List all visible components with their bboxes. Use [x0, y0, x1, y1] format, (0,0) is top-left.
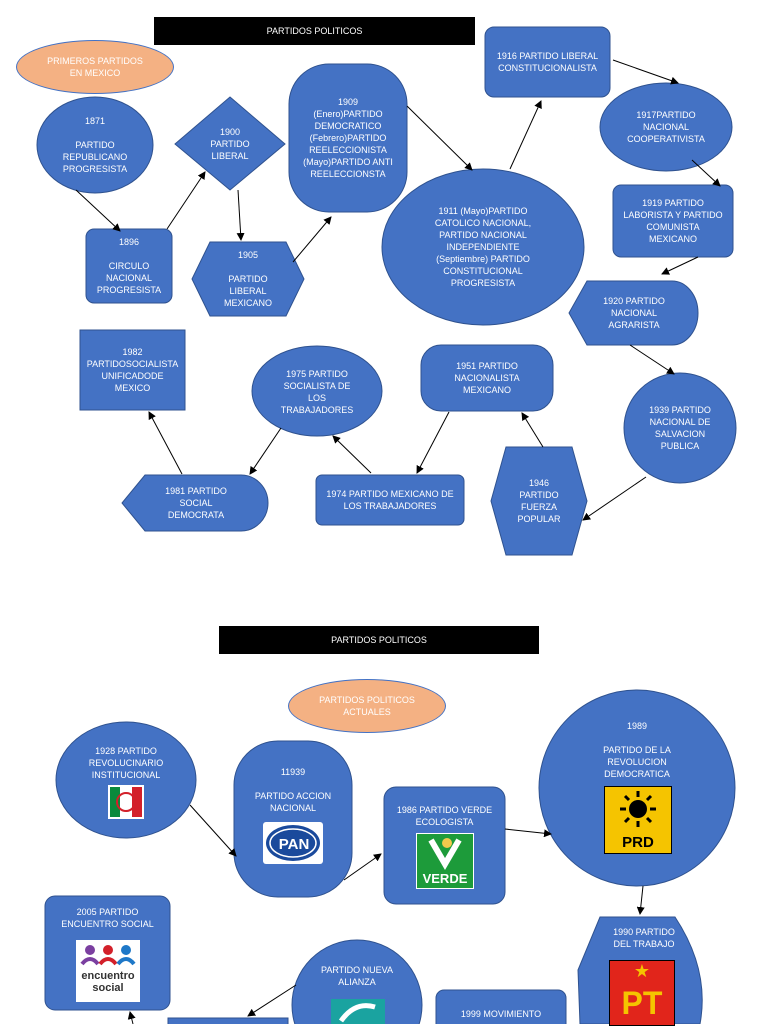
arrow-1974-1975 — [332, 435, 372, 474]
node-1900: 1900 PARTIDO LIBERAL — [210, 126, 250, 162]
swoosh-icon — [338, 1003, 376, 1023]
node-1928: 1928 PARTIDO REVOLUCINARIO INSTITUCIONAL — [62, 732, 190, 832]
arrow-1946-1951 — [521, 412, 544, 448]
encuentro-logo: encuentro social — [76, 940, 140, 1002]
section2-label: PARTIDOS POLITICOS ACTUALES — [288, 679, 446, 733]
arrow-alianza-partial — [247, 984, 297, 1017]
arrow-1917-1919 — [691, 159, 721, 187]
node-1986: 1986 PARTIDO VERDE ECOLOGISTA — [396, 804, 493, 827]
arrow-2005-partial — [127, 1011, 136, 1024]
arrow-1928-1939 — [189, 804, 237, 857]
people-icon — [80, 945, 136, 966]
node-1989: 1989 PARTIDO DE LA REVOLUCION DEMOCRATIC… — [603, 720, 671, 780]
pt-logo-text: PT — [621, 985, 663, 1021]
star-icon: ★ — [633, 961, 651, 982]
node-1905: 1905 PARTIDO LIBERAL MEXICANO — [223, 249, 272, 309]
node-11939: 11939 PARTIDO ACCION NACIONAL — [234, 760, 352, 870]
node-shape-1946 — [490, 446, 588, 556]
node-shape-1905 — [191, 241, 305, 317]
node-shape-1919 — [612, 184, 734, 258]
node-shape-1900 — [174, 96, 286, 191]
node-shape-1975 — [251, 345, 383, 437]
arrow-1986-1989 — [504, 828, 552, 838]
pri-logo-icon — [108, 785, 144, 820]
encuentro-logo-text: encuentro social — [81, 970, 135, 994]
prd-logo: PRD — [604, 786, 672, 854]
node-1917: 1917PARTIDO NACIONAL COOPERATIVISTA — [627, 109, 705, 145]
node-shape-alianza — [291, 939, 423, 1024]
arrow-1981-1982 — [148, 411, 183, 475]
node-shape-1974 — [315, 474, 465, 526]
arrow-1919-1920 — [661, 256, 699, 275]
node-shape-1896 — [85, 228, 173, 304]
node-shape-1916 — [484, 26, 611, 98]
arrow-1975-1981 — [249, 427, 282, 475]
sun-icon — [620, 791, 656, 827]
node-1982: 1982 PARTIDOSOCIALISTA UNIFICADODE MEXIC… — [86, 346, 179, 394]
node-1951: 1951 PARTIDO NACIONALISTA MEXICANO — [454, 360, 520, 396]
node-shape-1981 — [121, 474, 269, 532]
section2-title: PARTIDOS POLITICOS — [219, 626, 539, 654]
node-1909: 1909 (Enero)PARTIDO DEMOCRATICO (Febrero… — [303, 96, 393, 180]
node-shape-partial — [167, 1017, 289, 1024]
node-shape-1928 — [55, 721, 197, 839]
node-1919: 1919 PARTIDO LABORISTA Y PARTIDO COMUNIS… — [623, 197, 723, 245]
arrow-1951-1974 — [416, 411, 450, 474]
arrow-1900-1905 — [236, 189, 245, 241]
node-1946: 1946 PARTIDO FUERZA POPULAR — [517, 477, 561, 525]
pt-logo: ★ PT — [609, 960, 675, 1026]
arrow-1916-1917 — [612, 59, 679, 85]
pan-logo-icon — [263, 822, 323, 865]
arrow-1905-1909 — [292, 216, 332, 263]
node-shape-1871 — [36, 96, 154, 194]
verde-logo-text: VERDE — [422, 871, 468, 886]
node-shape-1909 — [288, 63, 408, 213]
node-1999: 1999 MOVIMIENTO — [460, 1008, 542, 1019]
node-shape-1911 — [381, 168, 585, 326]
node-1974: 1974 PARTIDO MEXICANO DE LOS TRABAJADORE… — [326, 488, 454, 511]
node-2005: 2005 PARTIDO ENCUENTRO SOCIAL — [61, 906, 154, 929]
node-1896: 1896 CIRCULO NACIONAL PROGRESISTA — [96, 236, 162, 296]
node-1920: 1920 PARTIDO NACIONAL AGRARISTA — [603, 295, 665, 331]
node-1975: 1975 PARTIDO SOCIALISTA DE LOS TRABAJADO… — [280, 368, 354, 416]
prd-logo-text: PRD — [622, 834, 654, 851]
verde-logo: VERDE — [416, 833, 474, 889]
pan-logo-text: PAN — [278, 836, 310, 853]
section1-title: PARTIDOS POLITICOS — [154, 17, 475, 45]
toucan-icon — [428, 838, 462, 870]
arrow-1909-1911 — [406, 105, 473, 171]
arrow-1871-1896 — [75, 189, 121, 232]
arrow-1989-1990 — [636, 885, 645, 915]
arrow-1939-1986 — [343, 853, 382, 881]
node-shape-1920 — [568, 280, 699, 346]
node-alianza: PARTIDO NUEVA ALIANZA — [320, 964, 393, 987]
alianza-logo — [331, 999, 385, 1024]
node-1911: 1911 (Mayo)PARTIDO CATOLICO NACIONAL, PA… — [434, 205, 532, 289]
node-1939: 1939 PARTIDO NACIONAL DE SALVACION PUBLI… — [649, 404, 711, 452]
arrow-1896-1900 — [166, 171, 206, 230]
node-1871: 1871 PARTIDO REPUBLICANO PROGRESISTA — [62, 115, 128, 175]
node-shape-1951 — [420, 344, 554, 412]
arrow-1920-1939 — [629, 344, 675, 375]
node-shape-1999 — [435, 989, 567, 1024]
arrow-1939-1946 — [582, 476, 647, 521]
node-shape-1917 — [599, 82, 733, 172]
arrow-1911-1916 — [509, 100, 542, 170]
section1-label: PRIMEROS PARTIDOS EN MEXICO — [16, 40, 174, 94]
node-1916: 1916 PARTIDO LIBERAL CONSTITUCIONALISTA — [496, 50, 599, 73]
node-1990: 1990 PARTIDO DEL TRABAJO — [613, 926, 675, 949]
node-1981: 1981 PARTIDO SOCIAL DEMOCRATA — [165, 485, 227, 521]
node-shape-1939 — [623, 372, 737, 484]
node-shape-1982 — [79, 329, 186, 411]
